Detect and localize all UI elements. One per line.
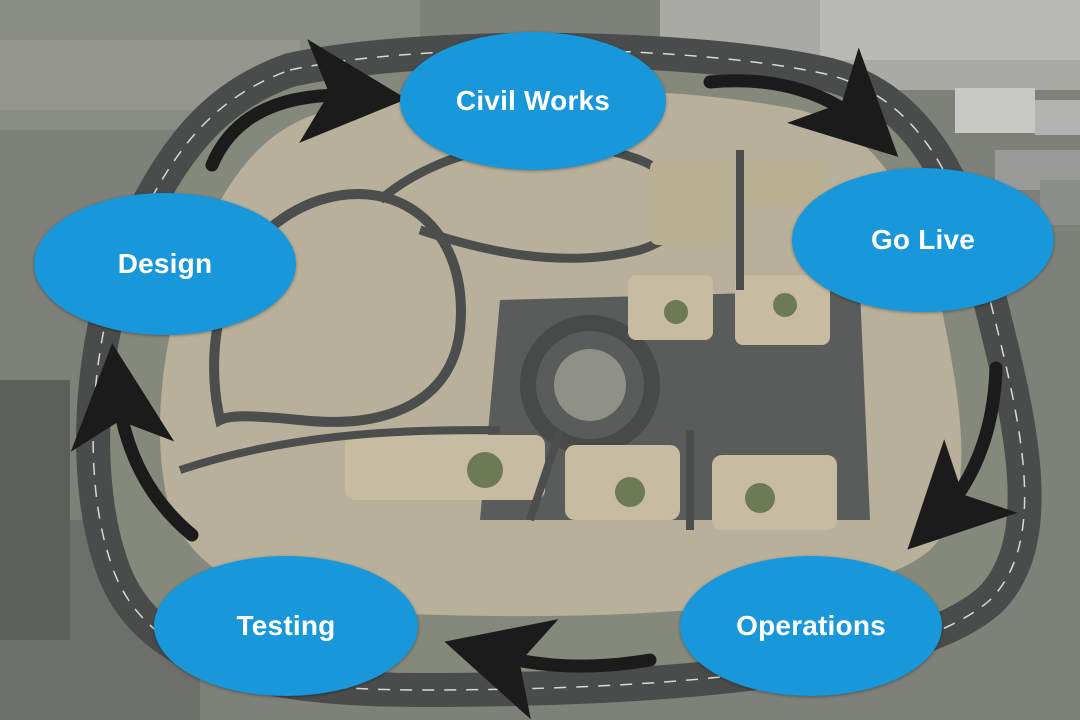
civil-works-label: Civil Works bbox=[455, 85, 611, 116]
testing-label: Testing bbox=[236, 610, 336, 641]
arrow-operations-to-testing bbox=[444, 619, 657, 720]
design-label: Design bbox=[117, 248, 213, 279]
operations-node: Operations bbox=[680, 556, 942, 696]
arrow-design-to-civil-works bbox=[205, 39, 407, 172]
cycle-arrows bbox=[70, 39, 1018, 720]
go-live-node: Go Live bbox=[792, 168, 1054, 312]
arrow-testing-to-design bbox=[70, 343, 199, 542]
testing-node: Testing bbox=[154, 556, 418, 696]
go-live-label: Go Live bbox=[870, 224, 976, 255]
operations-label: Operations bbox=[736, 610, 886, 641]
civil-works-node: Civil Works bbox=[400, 32, 666, 170]
design-node: Design bbox=[34, 193, 296, 335]
arrow-go-live-to-operations bbox=[907, 361, 1018, 550]
arrow-civil-works-to-go-live bbox=[703, 47, 899, 157]
